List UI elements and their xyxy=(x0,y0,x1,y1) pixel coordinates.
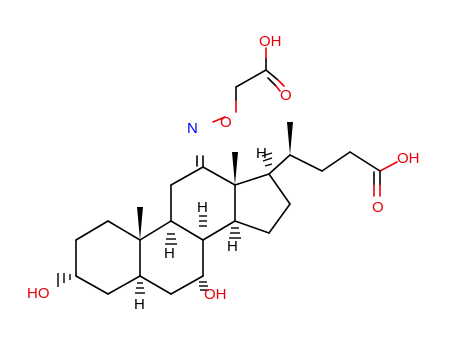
wedge-bond xyxy=(232,152,238,185)
hash-bond xyxy=(199,215,207,227)
bond xyxy=(107,220,141,241)
bond xyxy=(75,275,109,295)
bond xyxy=(379,161,398,172)
acid-hydroxyl-label: OH xyxy=(259,33,282,50)
bond xyxy=(107,275,141,295)
bond xyxy=(202,220,236,241)
bond xyxy=(268,154,291,175)
bond xyxy=(275,85,281,92)
hash-bond xyxy=(165,233,177,245)
c7-hydroxyl-label: OH xyxy=(204,286,227,303)
acid-carbonyl-oxygen-label: O xyxy=(280,87,292,104)
wedge-bond xyxy=(287,122,293,155)
hydrogen-label: H xyxy=(227,238,238,255)
bond xyxy=(268,173,291,205)
hash-bond xyxy=(229,227,241,239)
bond xyxy=(268,203,291,234)
bond xyxy=(170,166,204,186)
bond xyxy=(202,166,236,186)
bond xyxy=(139,220,172,241)
bond xyxy=(75,220,109,241)
oxime-nitrogen-label: N xyxy=(187,120,198,137)
bond xyxy=(234,173,270,186)
bond xyxy=(139,275,172,295)
hydrogen-label: H xyxy=(197,199,208,216)
oxime-oxygen-label: O xyxy=(220,114,232,131)
hash-bond xyxy=(199,281,209,291)
wedge-bond xyxy=(137,207,143,240)
hydrogen-label: H xyxy=(256,145,267,162)
bond xyxy=(170,275,204,295)
bond xyxy=(289,154,323,172)
hash-bond xyxy=(135,282,145,294)
bond xyxy=(170,220,204,241)
sidechain-acid-hydroxyl-label: OH xyxy=(397,150,420,167)
hydrogen-label: H xyxy=(134,296,145,313)
bond xyxy=(267,77,277,87)
hydrogen-label: H xyxy=(164,245,175,262)
bond xyxy=(234,220,270,234)
c3-hydroxyl-label: HO xyxy=(27,285,50,302)
sidechain-acid-carbonyl-label: O xyxy=(372,199,384,216)
bond xyxy=(265,69,279,81)
hash-bond xyxy=(57,273,71,287)
bond xyxy=(321,151,351,172)
bond xyxy=(235,69,267,88)
hash-bond xyxy=(261,152,273,167)
bond xyxy=(349,151,381,172)
bond xyxy=(277,79,285,87)
bond xyxy=(212,116,226,123)
